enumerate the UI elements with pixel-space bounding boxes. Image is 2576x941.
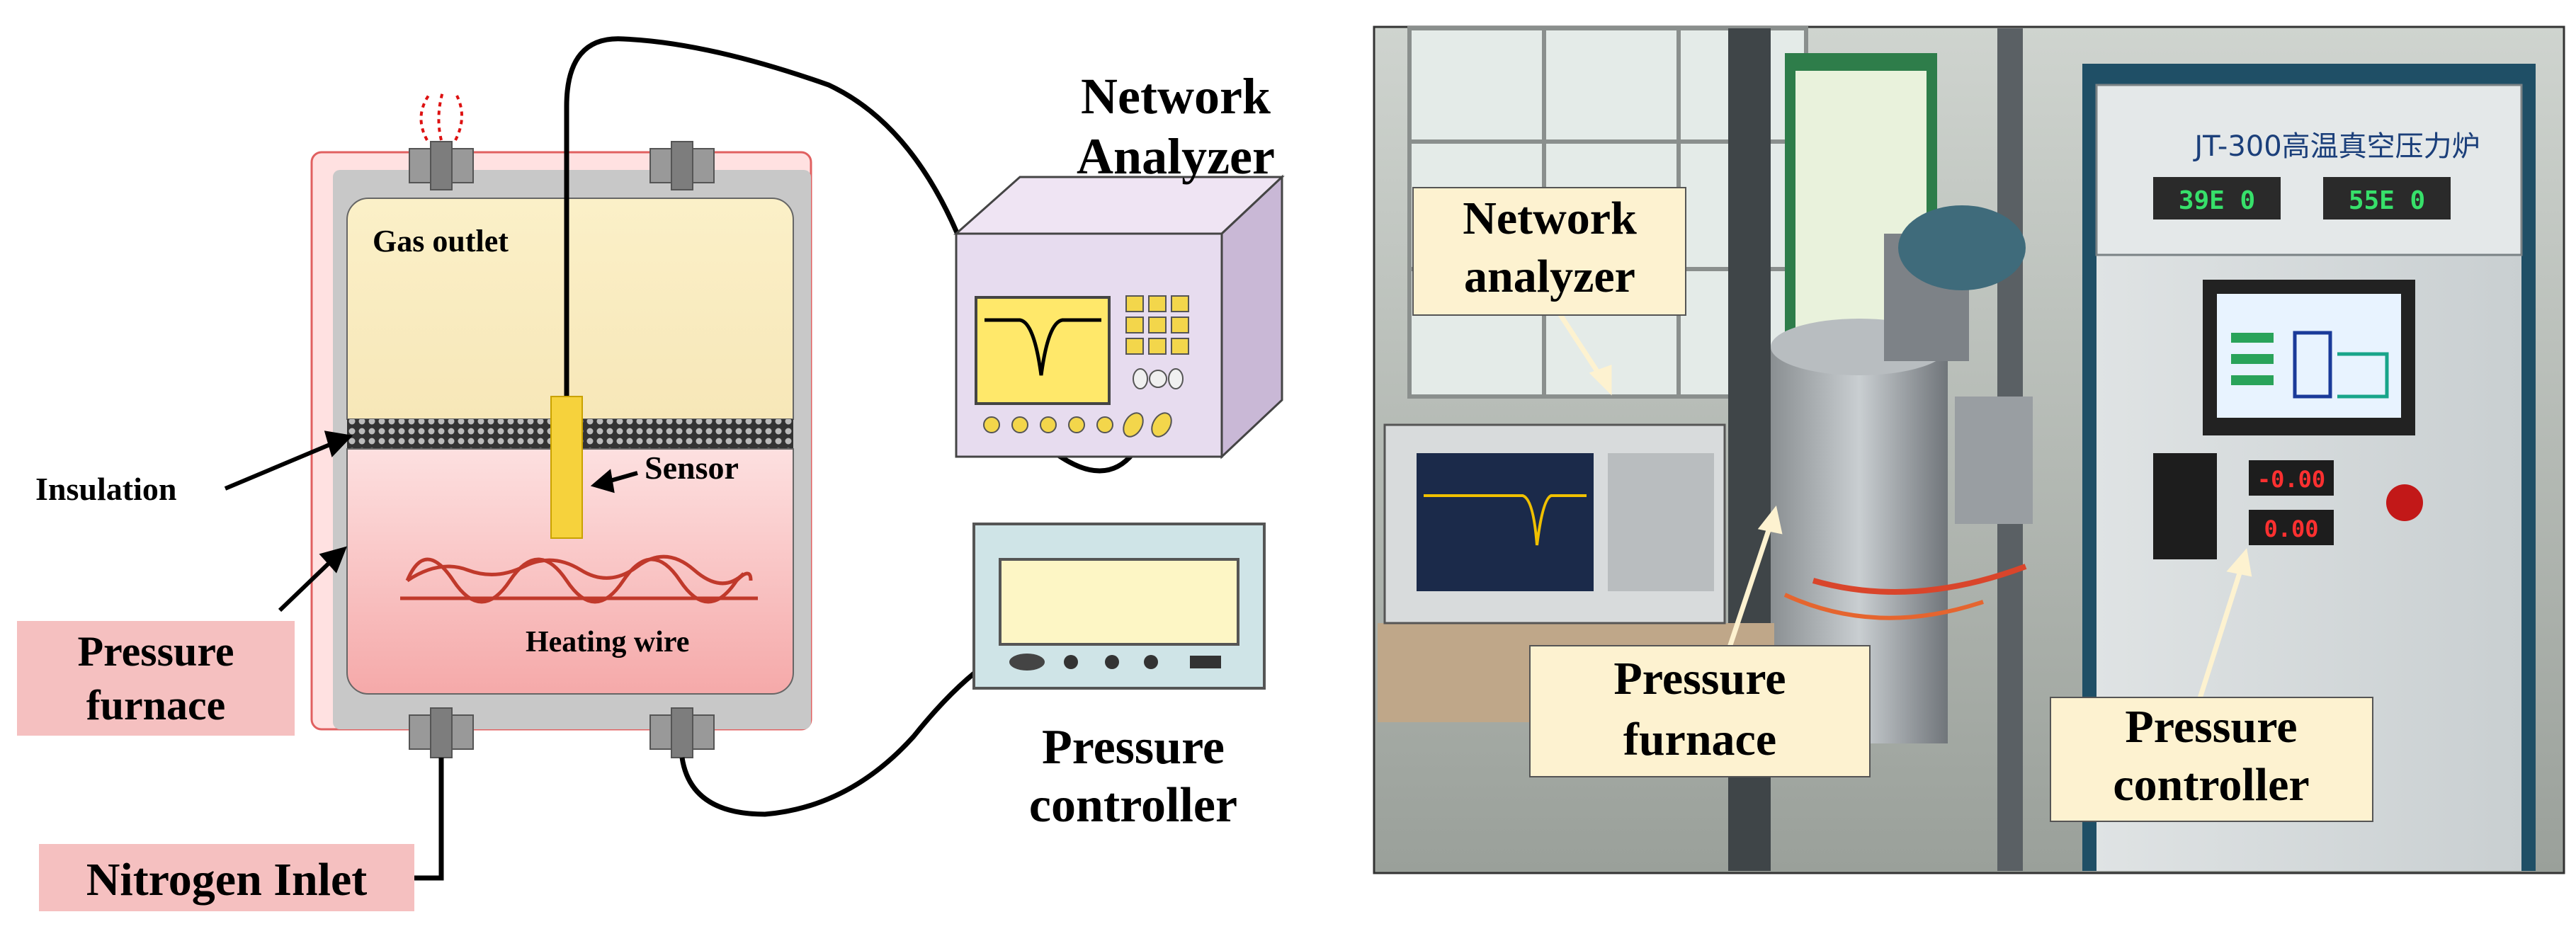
gas-outlet-label: Gas outlet [373,224,509,258]
analyzer-knobs [983,412,1172,438]
controller-screen [999,558,1239,646]
nitrogen-line [414,758,444,881]
controller-slot [1009,654,1045,671]
bottom-port-right [649,707,715,758]
photo-network-analyzer-line1: Network [1463,193,1637,244]
bottom-port-left [409,707,474,758]
photo-display-4: 0.00 [2264,515,2318,542]
pressure-controller-line2: controller [1029,778,1237,833]
nitrogen-inlet-label: Nitrogen Inlet [86,854,368,906]
pressure-furnace-line1: Pressure [77,628,234,675]
analyzer-trace [985,318,1101,376]
photo-leader-lines [1556,310,2252,713]
nitrogen-inlet-label-box: Nitrogen Inlet [39,844,414,911]
insulation-label: Insulation [35,471,176,507]
photo-pressure-furnace-line1: Pressure [1613,653,1786,705]
photo-network-analyzer [1383,423,1726,625]
top-port-right [649,141,715,190]
photo-display-2: 55E 0 [2349,186,2425,215]
schematic-panel: Gas outlet Insulation Sensor Heating wir… [17,36,1285,911]
lab-photo-panel: JT-300高温真空压力炉 39E 0 55E 0 -0.00 0.00 [1373,25,2565,874]
network-analyzer-line1: Network [1081,68,1271,125]
photo-display-3: -0.00 [2257,466,2325,493]
pressure-furnace-line2: furnace [86,682,226,729]
photo-pressure-furnace-label-box: Pressure furnace [1529,645,1871,777]
photo-pressure-controller-line1: Pressure [2125,701,2297,753]
gas-escape-icon [419,91,464,141]
pressure-controller-device [972,523,1266,690]
network-analyzer-device [953,174,1285,460]
photo-pressure-controller-line2: controller [2113,759,2309,811]
photo-furnace [1771,205,2033,743]
top-port-left [409,141,474,190]
analyzer-screen [975,296,1111,405]
heating-wire [400,554,758,604]
leader-lines [224,430,638,612]
pressure-furnace-label-box: Pressure furnace [17,621,295,736]
analyzer-dial [1133,368,1184,389]
photo-network-analyzer-line2: analyzer [1464,251,1635,302]
photo-pressure-controller-label-box: Pressure controller [2050,697,2373,822]
photo-display-1: 39E 0 [2179,186,2255,215]
analyzer-keypad [1125,295,1189,355]
network-analyzer-line2: Analyzer [1077,128,1275,185]
photo-emergency-button [2386,484,2423,521]
sensor-label: Sensor [645,450,739,486]
sensor [550,396,583,539]
pressure-controller-line1: Pressure [1042,720,1225,775]
photo-pressure-furnace-line2: furnace [1623,714,1776,765]
photo-cabinet-title: JT-300高温真空压力炉 [2192,130,2480,163]
photo-network-analyzer-label-box: Network analyzer [1412,187,1686,316]
heating-wire-label: Heating wire [526,626,689,658]
